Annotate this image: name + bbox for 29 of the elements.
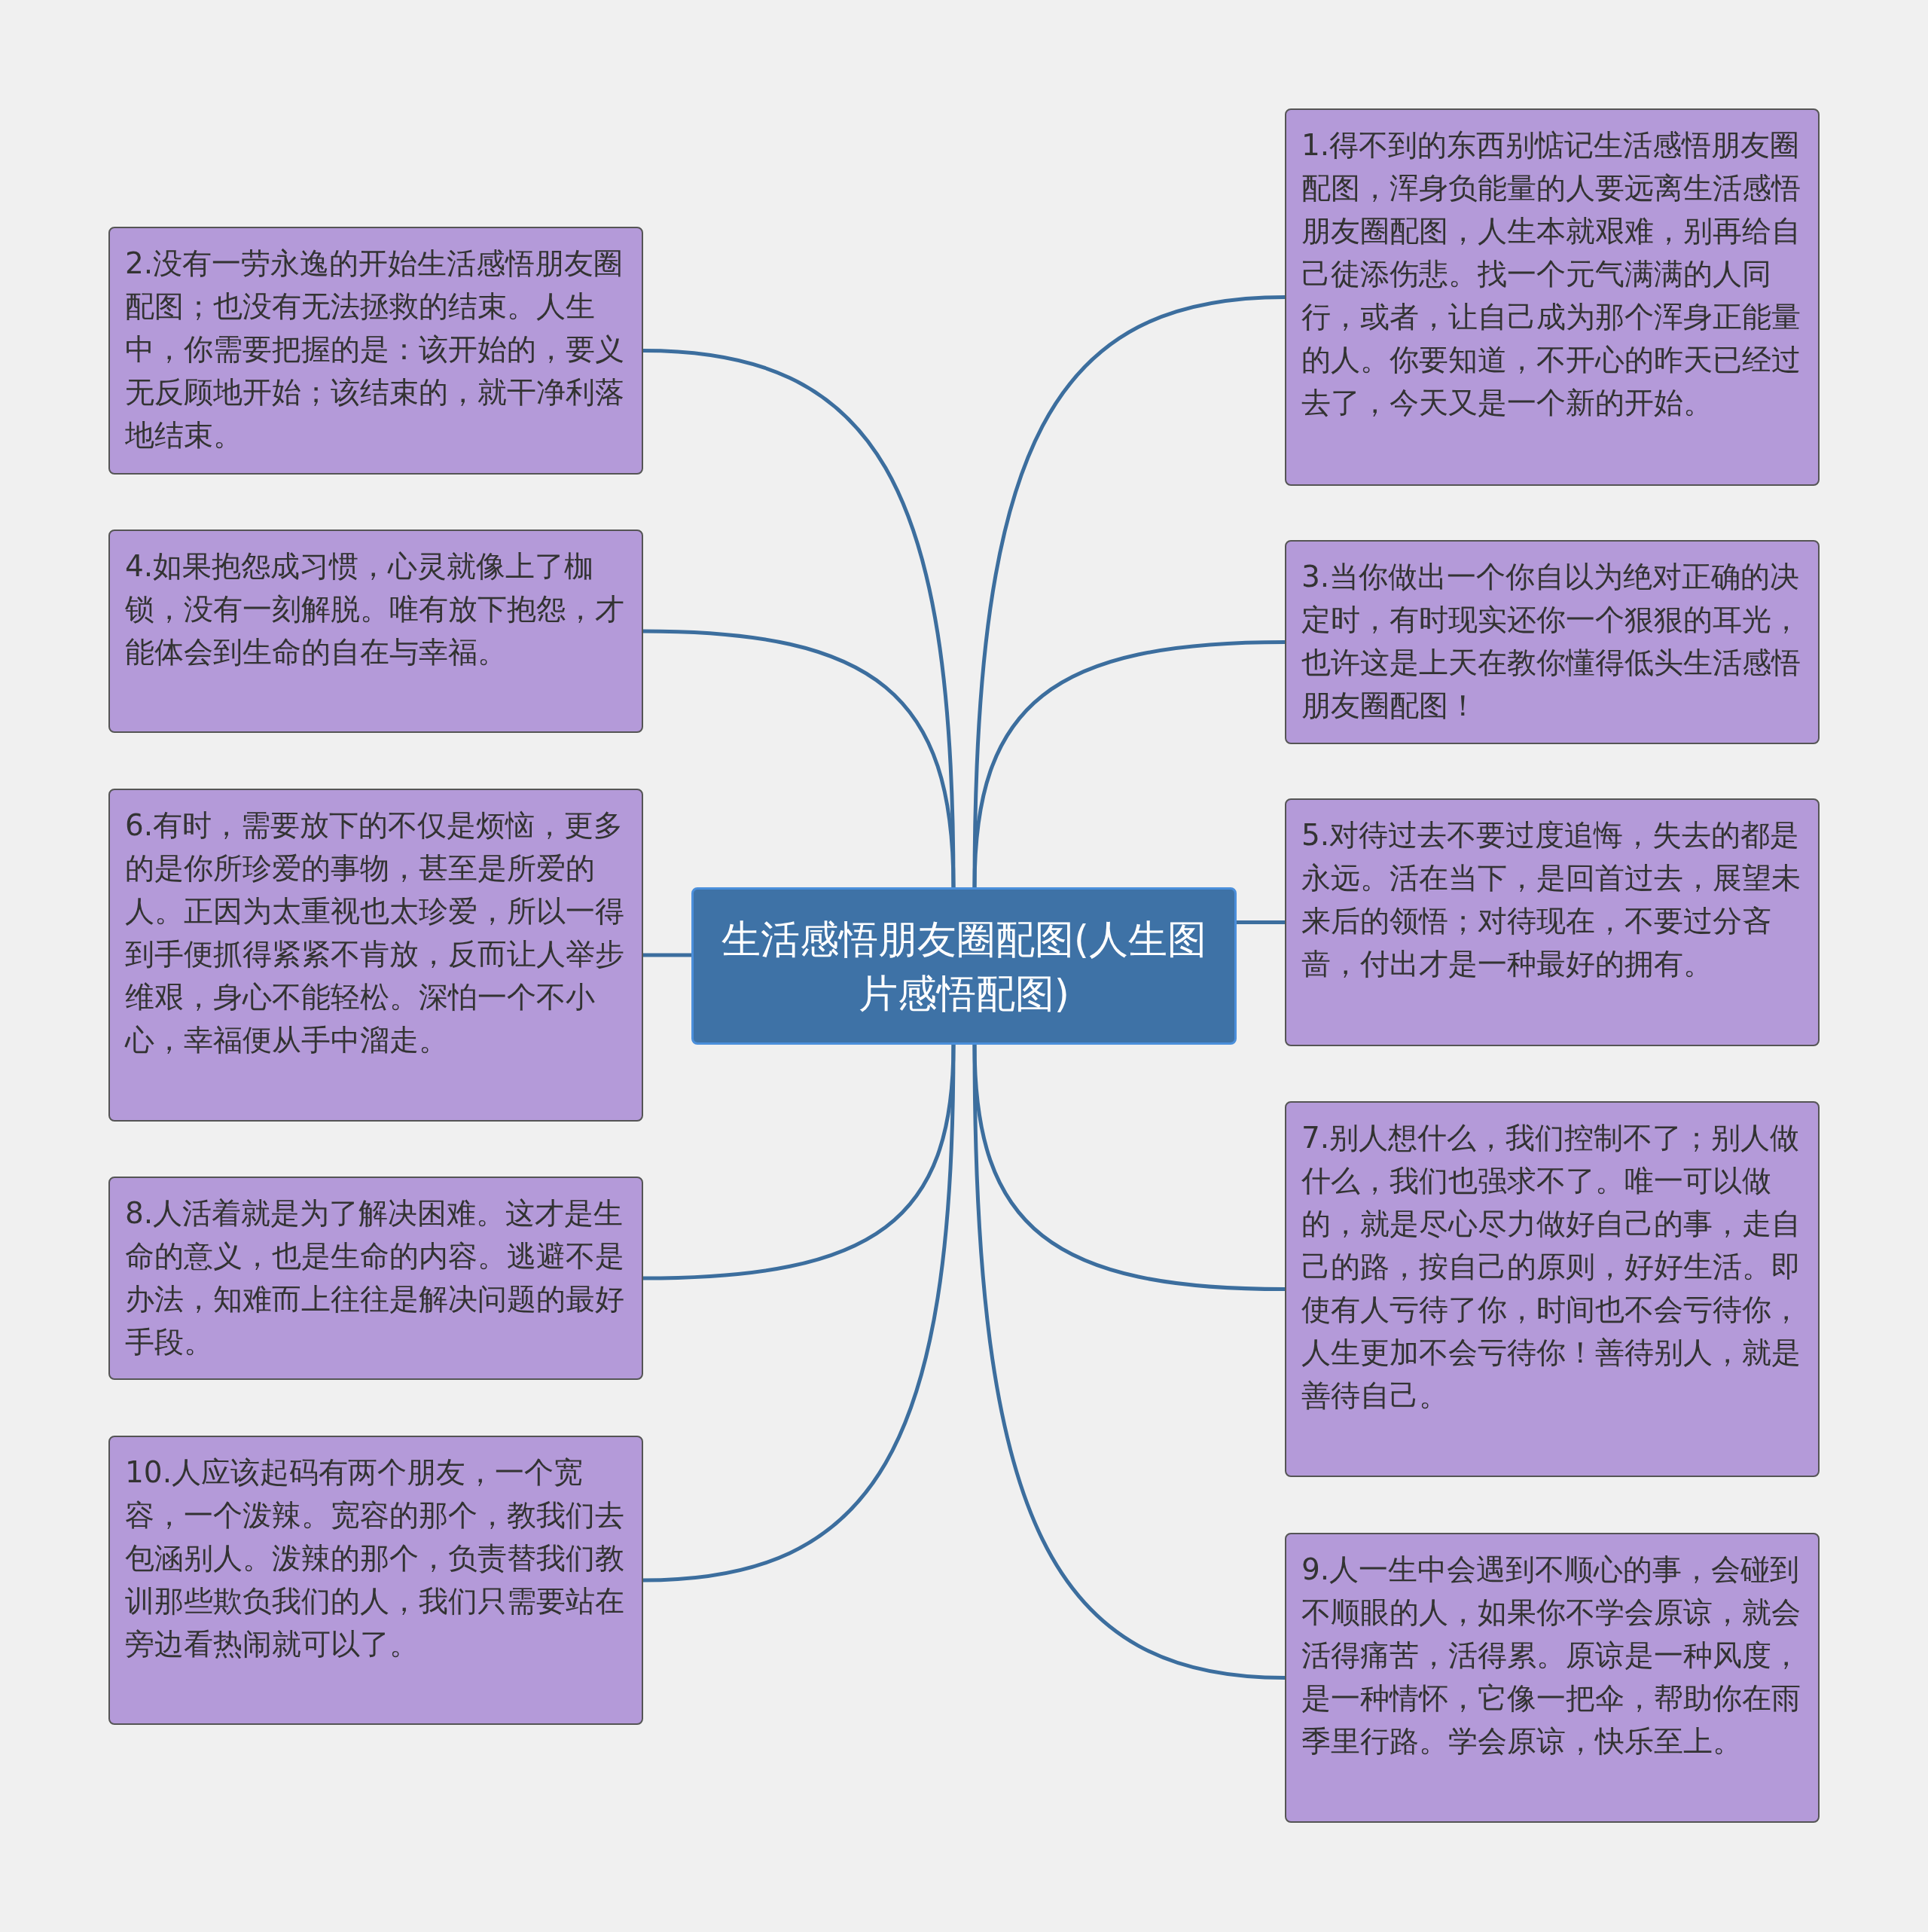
topic-box bbox=[1285, 798, 1820, 1046]
topic-box bbox=[1285, 108, 1820, 486]
title-text: 生活感悟朋友圈配图(人生图片感悟配图) bbox=[720, 915, 1208, 1018]
topic-box bbox=[108, 1177, 643, 1380]
body-text: 3.当你做出一个你自以为绝对正确的决定时，有时现实还你一个狠狠的耳光，也许这是上天在教你懂得低头生活感悟朋友圈配图！ bbox=[1301, 559, 1801, 724]
topic-box bbox=[108, 227, 643, 475]
connector-line bbox=[1237, 920, 1285, 924]
connector-line bbox=[972, 640, 1286, 888]
connector-line bbox=[972, 1044, 1286, 1680]
topic-box bbox=[1285, 1101, 1820, 1477]
body-text: 4.如果抱怨成习惯，心灵就像上了枷锁，没有一刻解脱。唯有放下抱怨，才能体会到生命的自在与幸福。 bbox=[125, 548, 625, 670]
body-text: 8.人活着就是为了解决困难。这才是生命的意义，也是生命的内容。逃避不是办法，知难而上往往是解决问题的最好手段。 bbox=[125, 1195, 625, 1360]
topic-box bbox=[108, 789, 643, 1122]
body-text: 2.没有一劳永逸的开始生活感悟朋友圈配图；也没有无法拯救的结束。人生中，你需要把握的是：该开始的，要义无反顾地开始；该结束的，就干净利落地结束。 bbox=[125, 246, 625, 453]
body-text: 9.人一生中会遇到不顺心的事，会碰到不顺眼的人，如果你不学会原谅，就会活得痛苦，活得累。原谅是一种风度，是一种情怀，它像一把伞，帮助你在雨季里行路。学会原谅，快乐至上。 bbox=[1301, 1552, 1801, 1760]
connector-line bbox=[642, 1044, 956, 1583]
topic-box bbox=[108, 530, 643, 733]
connector-line bbox=[972, 295, 1286, 888]
topic-box bbox=[108, 1436, 643, 1725]
body-text: 7.别人想什么，我们控制不了；别人做什么，我们也强求不了。唯一可以做的，就是尽心尽力做好自己的事，走自己的路，按自己的原则，好好生活。即使有人亏待了你，时间也不会亏待你，人生更加不会亏待你！善待别人，就是善待自己。 bbox=[1301, 1120, 1801, 1414]
topic-box bbox=[1285, 540, 1820, 744]
connector-line bbox=[642, 629, 956, 888]
connector-line bbox=[643, 953, 691, 957]
body-text: 10.人应该起码有两个朋友，一个宽容，一个泼辣。宽容的那个，教我们去包涵别人。泼辣的那个，负责替我们教训那些欺负我们的人，我们只需要站在旁边看热闹就可以了。 bbox=[125, 1454, 625, 1662]
body-text: 1.得不到的东西别惦记生活感悟朋友圈配图，浑身负能量的人要远离生活感悟朋友圈配图，人生本就艰难，别再给自己徒添伤悲。找一个元气满满的人同行，或者，让自己成为那个浑身正能量的人。你要知道，不开心的昨天已经过去了，今天又是一个新的开始。 bbox=[1301, 127, 1801, 421]
body-text: 6.有时，需要放下的不仅是烦恼，更多的是你所珍爱的事物，甚至是所爱的人。正因为太重视也太珍爱，所以一得到手便抓得紧紧不肯放，反而让人举步维艰，身心不能轻松。深怕一个不小心，幸福便从手中溜走。 bbox=[125, 807, 625, 1058]
body-text: 5.对待过去不要过度追悔，失去的都是永远。活在当下，是回首过去，展望未来后的领悟；对待现在，不要过分吝啬，付出才是一种最好的拥有。 bbox=[1301, 817, 1801, 982]
central-topic-box bbox=[691, 887, 1237, 1045]
topic-box bbox=[1285, 1533, 1820, 1823]
